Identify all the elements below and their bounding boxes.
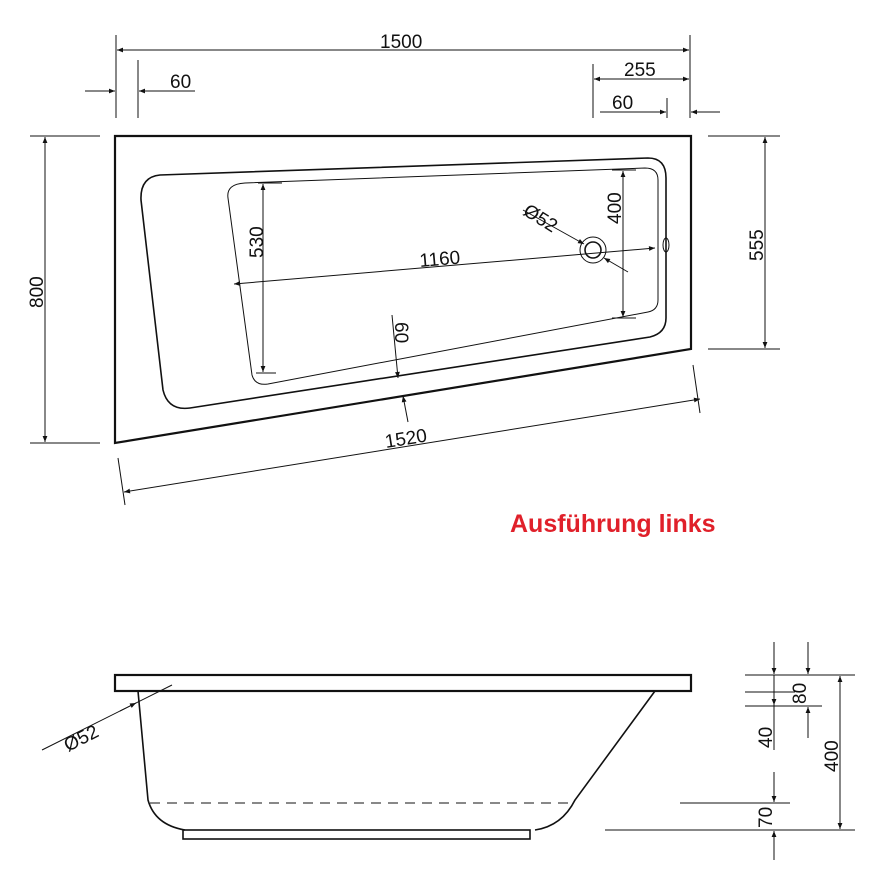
tub-side-left [137, 690, 186, 831]
dim-drain: Ø52 [519, 200, 561, 237]
dim-overflow-offset: 40 [756, 727, 777, 748]
ext-line [117, 457, 126, 506]
dim-rim-left: 60 [170, 72, 191, 93]
dim-length: 1500 [380, 32, 422, 53]
dim-width: 800 [27, 276, 48, 308]
tub-rim [113, 673, 693, 693]
dim-rim-right: 60 [612, 93, 633, 114]
dim-line [123, 397, 701, 494]
dim-base-height: 70 [756, 807, 777, 828]
drain-icon [584, 241, 602, 259]
leader-line [522, 209, 585, 245]
overflow-icon [662, 237, 670, 253]
dim-overflow: Ø52 [61, 721, 103, 756]
dim-short-side: 555 [747, 229, 768, 261]
basin-outline [227, 167, 659, 385]
drain-ring [579, 236, 607, 264]
ext-line [692, 364, 701, 414]
dim-rim-front: 60 [390, 322, 411, 343]
dim-line [401, 395, 409, 423]
leader-line [41, 684, 173, 751]
dim-rim-height: 80 [790, 683, 811, 704]
dim-basin-length: 1160 [419, 247, 462, 271]
tub-side-right [534, 690, 656, 831]
dim-diagonal: 1520 [383, 426, 428, 453]
dim-rim-offset: 255 [624, 60, 656, 81]
leader-line [119, 702, 137, 712]
tub-outline [113, 134, 693, 445]
dim-line [233, 246, 656, 286]
dim-total-height: 400 [822, 740, 843, 772]
dim-basin-width: 530 [247, 226, 268, 258]
dim-basin-short: 400 [605, 192, 626, 224]
top-view: 1500 60 255 60 800 555 1520 530 [27, 32, 780, 506]
leader-line [603, 257, 629, 273]
tub-base [182, 829, 531, 840]
side-view: Ø52 80 40 400 70 [41, 642, 855, 860]
variant-title: Ausführung links [510, 510, 716, 538]
tub-rim-inner [140, 157, 667, 410]
dim-line [391, 314, 400, 379]
